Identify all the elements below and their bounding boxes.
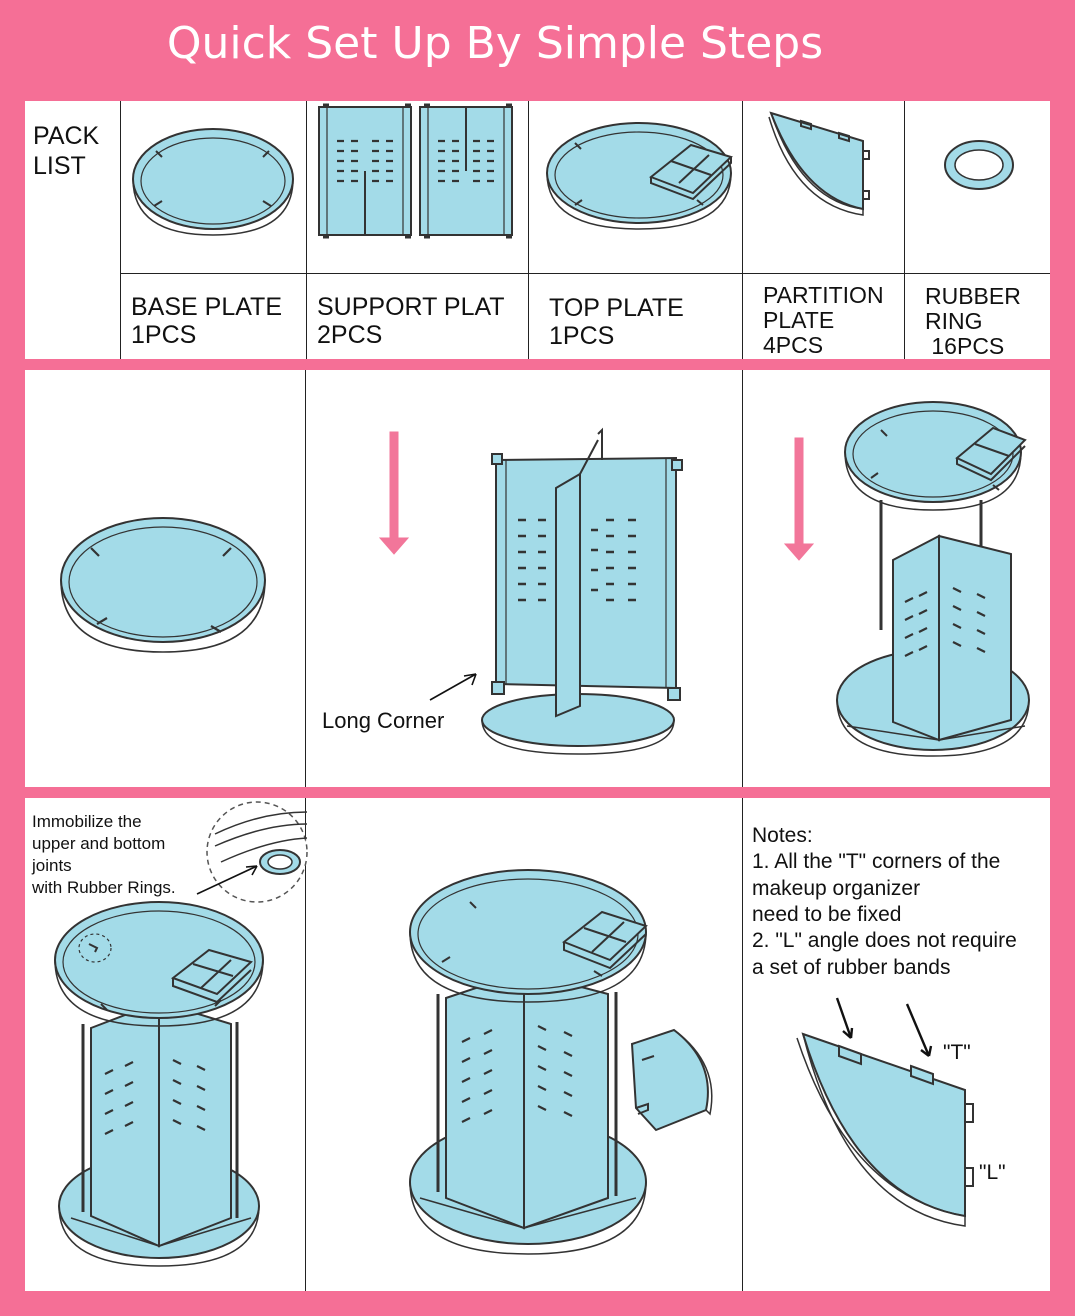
page-title: Quick Set Up By Simple Steps [166,18,824,69]
immobilize-line-2: upper and bottom [32,834,166,853]
pack-list-panel: PACK LIST BASE PLATE 1PCS SUPPORT PLAT 2… [25,101,1050,359]
pack-list-heading-cell: PACK LIST [25,101,121,359]
top-plate-illustration [546,122,733,230]
step1-base-plate-illustration [60,517,266,653]
notes-line-3: makeup organizer [752,877,921,900]
step-insert-support: Long Corner [306,370,743,787]
partition-plate-illustration [768,111,870,216]
step-add-top-plate [743,370,1050,787]
rubber-ring-label-1: RUBBER [925,283,1021,309]
step-notes: Notes: 1. All the "T" corners of the mak… [743,798,1050,1291]
pack-list-heading-line-1: PACK [33,122,100,150]
notes-line-6: a set of rubber bands [752,956,951,979]
notes-partition-illustration [796,997,974,1227]
immobilize-line-4: with Rubber Rings. [32,878,176,897]
steps-row-1: Long Corner [25,370,1050,787]
support-plate-label-1: SUPPORT PLAT [317,293,505,321]
rubber-ring-label-2: RING [925,308,983,334]
top-plate-label-2: 1PCS [549,322,615,350]
notes-line-2: 1. All the "T" corners of the [752,850,1001,873]
partition-plate-label-3: 4PCS [763,332,824,358]
notes-line-5: 2. "L" angle does not require [752,929,1017,952]
pack-item-base-plate: BASE PLATE 1PCS [121,101,307,359]
step-insert-partitions [306,798,743,1291]
step5-partition-illustration [409,869,713,1255]
support-plate-label-2: 2PCS [317,321,383,349]
notes-line-1: Notes: [752,824,813,847]
base-plate-label-2: 1PCS [131,321,197,349]
t-corner-label: "T" [943,1041,971,1064]
step4-rubber-ring-illustration [54,801,308,1267]
rubber-ring-illustration [944,140,1014,190]
step2-support-assembly-illustration [378,427,683,755]
base-plate-illustration [132,128,294,236]
partition-plate-label-2: PLATE [763,307,835,333]
long-corner-label: Long Corner [322,708,445,733]
pack-list-heading-line-2: LIST [33,152,86,180]
rubber-ring-label-3: 16PCS [925,333,1005,359]
pack-item-top-plate: TOP PLATE 1PCS [529,101,743,359]
step3-top-plate-illustration [783,401,1030,757]
base-plate-label-1: BASE PLATE [131,293,282,321]
immobilize-line-1: Immobilize the [32,812,142,831]
pack-item-support-plate: SUPPORT PLAT 2PCS [307,101,529,359]
partition-plate-label-1: PARTITION [763,282,884,308]
steps-row-2: Immobilize the upper and bottom joints w… [25,798,1050,1291]
step-base-plate [25,370,306,787]
support-plate-illustration [318,103,513,239]
pack-item-rubber-ring: RUBBER RING 16PCS [905,101,1050,359]
notes-line-4: need to be fixed [752,903,902,926]
step-rubber-rings: Immobilize the upper and bottom joints w… [25,798,308,1291]
pack-item-partition-plate: PARTITION PLATE 4PCS [743,101,905,359]
top-plate-label-1: TOP PLATE [549,294,684,322]
l-angle-label: "L" [979,1161,1006,1184]
pack-list-divider [121,273,1050,274]
immobilize-line-3: joints [32,856,72,875]
